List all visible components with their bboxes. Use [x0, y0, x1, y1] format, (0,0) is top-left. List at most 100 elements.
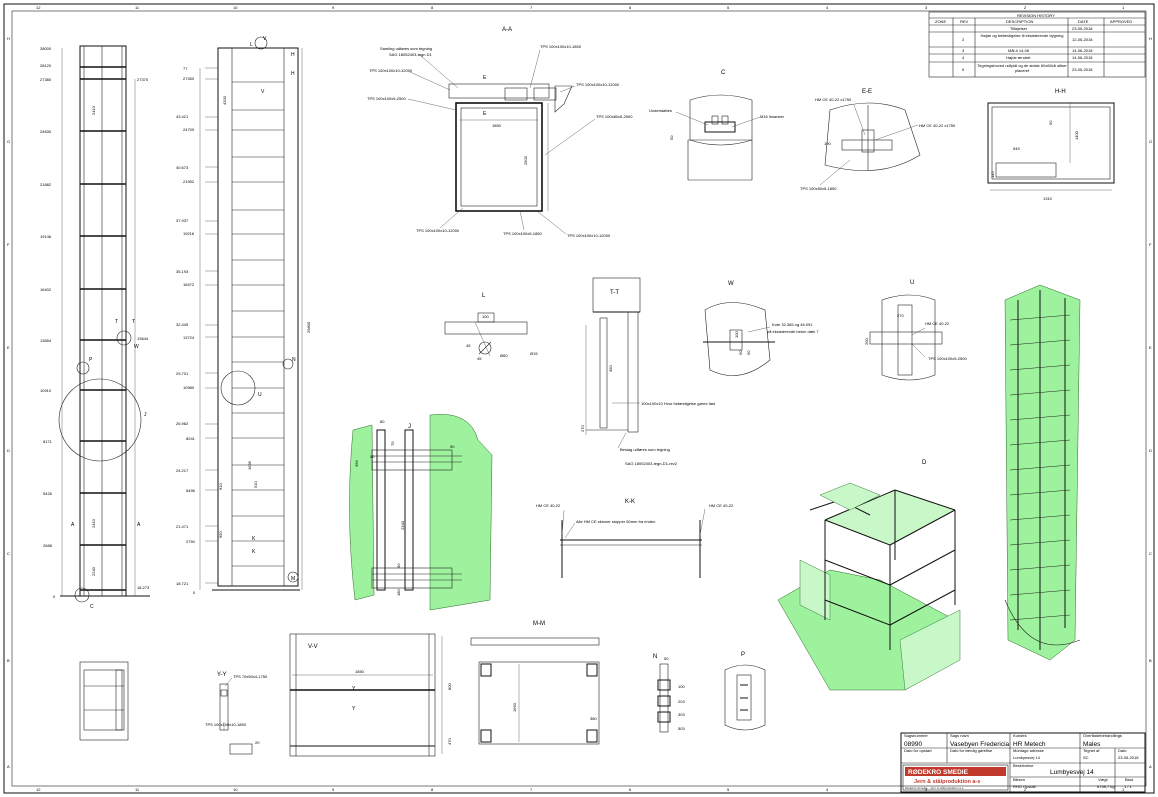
zone-num: 11 [135, 787, 140, 792]
level-label: 21.471 [176, 524, 189, 529]
callout-p: P [89, 357, 93, 363]
l-dim: 45 [466, 343, 471, 348]
level-label: 26.962 [176, 421, 189, 426]
rev-header-date: DATE [1078, 19, 1089, 24]
level-label: 43.421 [176, 114, 189, 119]
zone-letter: C [7, 551, 10, 556]
zone-num: 9 [332, 5, 335, 10]
yy-dim: 20 [255, 740, 260, 745]
tt-dim: 450 [608, 365, 613, 372]
tb-label: Overfladebehandlings [1083, 733, 1122, 738]
kk-label: HM CE 40-22 [536, 503, 561, 508]
vv-y-marker: Y [352, 686, 356, 692]
tb-label: Kundes [1013, 733, 1027, 738]
view-title-d: D [922, 460, 927, 466]
rev-header-rev: REV [960, 19, 969, 24]
view-title-w: W [728, 281, 734, 287]
ee-dim: 190 [824, 141, 831, 146]
small-plan-detail [79, 661, 129, 741]
w-dim: 50 [738, 350, 743, 355]
w-label: på eksisterende beton dæk 7 [767, 329, 819, 334]
title-block: Sagsnummer 08990 Sags navn Vasebyen Fred… [900, 732, 1146, 793]
ee-label: HM CE 40-22 x1750 [919, 123, 956, 128]
section-v-v: V-V 1850 800 470 Y Y [289, 633, 452, 757]
mid-dim: 2240 [91, 566, 96, 576]
view-title-j: J [408, 424, 411, 430]
vv-y-marker: Y [352, 706, 356, 712]
level-label: 19216 [183, 231, 195, 236]
rev-row-date: 12-06-2018 [1072, 37, 1093, 42]
height-dim: 4200 [222, 95, 227, 105]
vv-dim: 470 [447, 738, 452, 745]
kk-label: Alle HM CE skinner stopper 50mm fra ende… [576, 519, 655, 524]
section-a-a: A-A 1850 2500 E E Samling udføres som te… [367, 27, 633, 238]
tb-value-surface: Males [1083, 741, 1101, 748]
zone-num: 1 [1122, 787, 1125, 792]
level-label: 19146 [40, 234, 52, 239]
level-label: 8171 [43, 439, 53, 444]
yy-label: TPS 100x100x10-1850 [205, 722, 247, 727]
overall-height: 29800 [306, 321, 311, 333]
zone-letter: E [7, 345, 10, 350]
revision-history-table: REVISION HISTORY ZONE REV DESCRIPTION DA… [928, 11, 1146, 78]
level-label: 24.217 [176, 468, 189, 473]
rev-row-rev: 2 [962, 37, 965, 42]
zone-letter: H [1149, 36, 1152, 41]
callout-h: H [291, 52, 295, 58]
level-label: 2688 [43, 543, 53, 548]
u-dim: 200 [864, 338, 869, 345]
zone-num: 2 [1024, 787, 1027, 792]
tb-label: Sagsnummer [904, 733, 928, 738]
right-dim: 13644 [137, 336, 149, 341]
callout-c: C [90, 604, 94, 610]
zone-letter: G [1149, 139, 1152, 144]
aa-label: TPS 100x100x5-1850 [503, 231, 542, 236]
tb-value-sheet-type: RHO Opstalt [1013, 784, 1037, 789]
section-m-m: M-M 1650 380 [470, 621, 600, 745]
tb-value-drawn-by: SC [1083, 755, 1089, 760]
height-dim: 950 [218, 531, 223, 538]
aa-dim: 2500 [523, 155, 528, 165]
hh-dim: 50 [1048, 120, 1053, 125]
rev-row-date: 23-05-2018 [1072, 26, 1093, 31]
u-label: TPS 100x100x5-2500 [928, 356, 967, 361]
aa-label: TPS 100x100x10-1850 [540, 44, 582, 49]
hh-dim: 1400 [1074, 130, 1079, 140]
zone-num: 8 [431, 787, 434, 792]
tb-value-weight: 6748,7 kg [1097, 784, 1115, 789]
n-dim: 203 [678, 699, 685, 704]
tb-label: Vægt [1098, 777, 1108, 782]
tb-value-address: Lumbyesvej 14 [1013, 755, 1041, 760]
tb-label: Blksen [1013, 777, 1025, 782]
view-title-n: N [653, 654, 657, 660]
right-dim: 27370 [137, 77, 149, 82]
company-address: Rødekro Smedie · Jern & stålproduktion a… [905, 786, 964, 790]
zone-letter: H [7, 36, 10, 41]
callout-j: J [144, 412, 147, 418]
level-label: 28000 [40, 46, 52, 51]
iso-view-d: D [777, 460, 961, 691]
aa-label: SAG 18052403-tegn D1 [389, 52, 432, 57]
level-label: 77 [183, 66, 188, 71]
zone-letter: F [7, 242, 10, 247]
callout-u: U [258, 392, 262, 398]
aa-dim: 1850 [492, 123, 502, 128]
tb-value-case-name: Vasebyen Fredericia [950, 741, 1010, 748]
zone-letter: F [1149, 242, 1152, 247]
tb-value-sheet: 1 / 1 [1124, 784, 1133, 789]
j-dim: 80 [380, 419, 385, 424]
rev-row-desc: Mål á 14-06 [1008, 48, 1030, 53]
view-title-p: P [741, 652, 745, 658]
view-title-yy: Y-Y [217, 672, 226, 678]
hh-dim: 545 [1013, 146, 1020, 151]
tb-label: Beskrivelse [1013, 763, 1034, 768]
callout-a: A [137, 522, 141, 528]
callout-w: W [134, 344, 139, 350]
zone-letter: C [1149, 551, 1152, 556]
zone-num: 11 [135, 5, 140, 10]
zone-letter: B [7, 658, 10, 663]
c-label: Understøbes [649, 108, 672, 113]
detail-l: L 100 45 Ø60 Ø15 45 [444, 293, 538, 361]
section-e-e: E-E HM CE 40-22 x1750 HM CE 40-22 x1750 … [800, 89, 956, 191]
view-title-aa: A-A [502, 27, 512, 33]
